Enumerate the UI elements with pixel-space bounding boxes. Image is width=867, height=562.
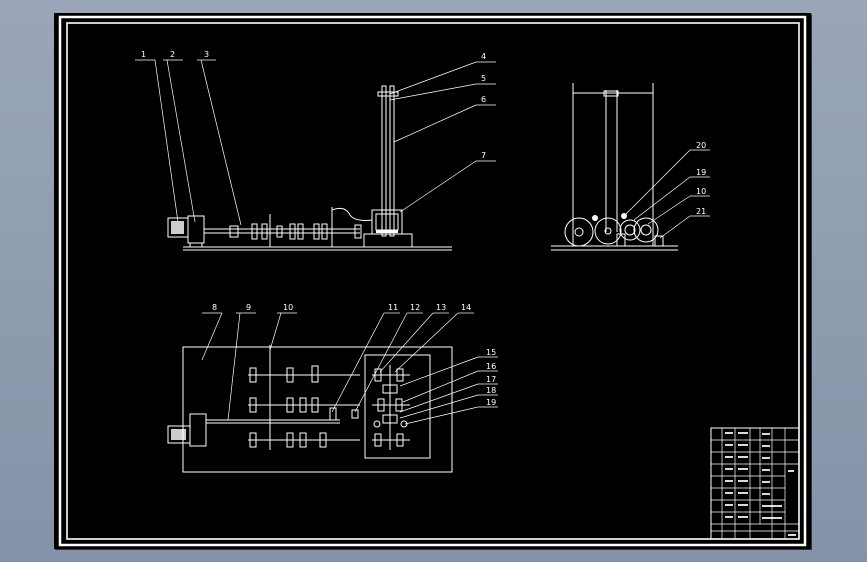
side-view	[551, 83, 678, 251]
balloon-7: 7	[481, 151, 486, 160]
top-view-leaders	[201, 312, 498, 425]
front-view	[167, 85, 452, 251]
balloon-10-side: 10	[696, 187, 706, 196]
balloon-10-top: 10	[283, 303, 293, 312]
front-view-balloons: 1 2 3 4 5 6 7	[141, 50, 486, 160]
balloon-2: 2	[170, 50, 175, 59]
top-view	[167, 345, 453, 473]
balloon-3: 3	[204, 50, 209, 59]
balloon-12: 12	[410, 303, 420, 312]
sheet-outer-border	[58, 15, 807, 547]
top-view-balloons: 8 9 10 11 12 13 14 15 16 17 18 19	[212, 303, 496, 407]
side-view-balloons: 20 19 10 21	[696, 141, 706, 216]
balloon-9: 9	[246, 303, 251, 312]
balloon-19-side: 19	[696, 168, 706, 177]
balloon-15: 15	[486, 348, 496, 357]
balloon-4: 4	[481, 52, 486, 61]
balloon-17: 17	[486, 375, 496, 384]
sheet-inner-border	[66, 22, 800, 540]
balloon-5: 5	[481, 74, 486, 83]
side-view-leaders	[623, 149, 710, 239]
balloon-19-top: 19	[486, 398, 496, 407]
balloon-14: 14	[461, 303, 471, 312]
balloon-6: 6	[481, 95, 486, 104]
front-view-leaders	[135, 59, 496, 226]
cad-drawing-viewport[interactable]	[54, 13, 811, 549]
balloon-18: 18	[486, 386, 496, 395]
balloon-20: 20	[696, 141, 706, 150]
balloon-16: 16	[486, 362, 496, 371]
title-block	[710, 427, 800, 540]
balloon-11: 11	[388, 303, 398, 312]
balloon-21: 21	[696, 207, 706, 216]
balloon-8: 8	[212, 303, 217, 312]
balloon-1: 1	[141, 50, 146, 59]
balloon-13: 13	[436, 303, 446, 312]
